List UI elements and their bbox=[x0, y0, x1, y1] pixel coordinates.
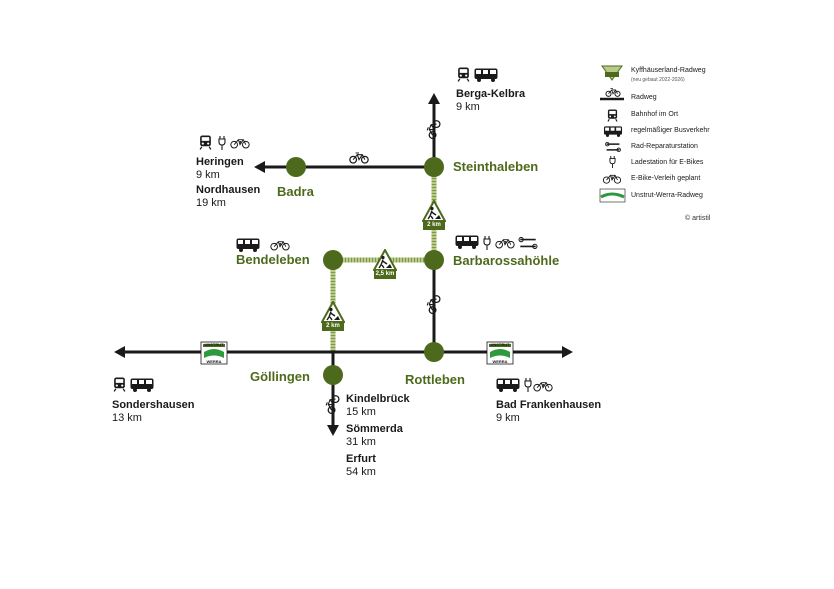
construction-distance-label: 2,5 km bbox=[375, 271, 395, 277]
dest-erfurt-name: Erfurt bbox=[346, 453, 376, 465]
bus-icon bbox=[455, 235, 479, 249]
ebike-icon bbox=[495, 239, 515, 249]
legend-icons bbox=[599, 65, 626, 203]
dest-sondershausen-dist: 13 km bbox=[112, 412, 142, 424]
legend-unstrut: Unstrut-Werra-Radweg bbox=[631, 192, 703, 199]
arrow-icon bbox=[114, 346, 125, 358]
unstrut-sign-top: UNSTRUT bbox=[490, 342, 510, 347]
kyffhaeuser-logo-icon bbox=[601, 65, 623, 81]
arrow-icon bbox=[562, 346, 573, 358]
legend-repair: Rad-Reparaturstation bbox=[631, 143, 698, 150]
dest-berga-name: Berga-Kelbra bbox=[456, 88, 526, 100]
unstrut-sign-bottom: WERRA bbox=[206, 359, 222, 364]
train-icon bbox=[113, 377, 126, 392]
legend-charging: Ladestation für E-Bikes bbox=[631, 159, 704, 166]
bus-icon bbox=[474, 68, 498, 82]
dest-nordhausen-name: Nordhausen bbox=[196, 184, 261, 196]
place-bendeleben: Bendeleben bbox=[236, 252, 310, 267]
dest-nordhausen-dist: 19 km bbox=[196, 197, 226, 209]
dest-kindelbrueck-dist: 15 km bbox=[346, 406, 376, 418]
unstrut-sign-bottom: WERRA bbox=[492, 359, 508, 364]
node-barbarossahoehle bbox=[424, 250, 444, 270]
place-goellingen: Göllingen bbox=[250, 369, 310, 384]
dest-heringen-name: Heringen bbox=[196, 156, 244, 168]
arrow-icon bbox=[254, 161, 265, 173]
train-icon bbox=[199, 135, 212, 150]
train-icon bbox=[607, 109, 618, 122]
node-goellingen bbox=[323, 365, 343, 385]
dest-heringen-dist: 9 km bbox=[196, 169, 220, 181]
unstrut-legend-icon bbox=[599, 188, 626, 203]
place-badra: Badra bbox=[277, 184, 314, 199]
construction-distance-label: 2 km bbox=[427, 222, 441, 228]
bicycle-icon bbox=[605, 88, 621, 97]
dest-sondershausen-name: Sondershausen bbox=[112, 399, 195, 411]
ebike-icon bbox=[602, 174, 622, 184]
charging-plug-icon bbox=[218, 136, 226, 150]
train-icon bbox=[457, 67, 470, 82]
bus-icon bbox=[236, 238, 260, 252]
legend-bahnhof: Bahnhof im Ort bbox=[631, 111, 679, 118]
repair-tools-icon bbox=[604, 142, 622, 152]
bicycle-icon bbox=[349, 152, 369, 164]
legend-kyffhaeuser: Kyffhäuserland-Radweg bbox=[631, 67, 706, 74]
dest-soemmerda-dist: 31 km bbox=[346, 436, 376, 448]
bus-icon bbox=[130, 378, 154, 392]
legend-ebike: E-Bike-Verleih geplant bbox=[631, 175, 701, 182]
nodes bbox=[286, 157, 444, 385]
repair-tools-icon bbox=[518, 237, 538, 249]
node-bendeleben bbox=[323, 250, 343, 270]
node-rottleben bbox=[424, 342, 444, 362]
dest-soemmerda-name: Sömmerda bbox=[346, 423, 403, 435]
arrowheads bbox=[114, 93, 573, 436]
arrow-icon bbox=[428, 93, 440, 104]
legend-bus: regelmäßiger Busverkehr bbox=[631, 127, 710, 134]
dest-badfrankenhausen-dist: 9 km bbox=[496, 412, 520, 424]
bus-icon bbox=[496, 378, 520, 392]
node-steinthaleben bbox=[424, 157, 444, 177]
bus-icon bbox=[603, 126, 623, 137]
place-barbarossahoehle: Barbarossahöhle bbox=[453, 253, 560, 268]
legend-radweg: Radweg bbox=[631, 94, 657, 101]
charging-plug-icon bbox=[609, 156, 616, 168]
ebike-icon bbox=[533, 382, 553, 392]
charging-plug-icon bbox=[483, 236, 491, 250]
unstrut-sign-east bbox=[486, 341, 514, 365]
legend-kyffhaeuser-note: (neu gebaut 2022-2026) bbox=[631, 77, 685, 83]
node-badra bbox=[286, 157, 306, 177]
dest-badfrankenhausen-name: Bad Frankenhausen bbox=[496, 399, 602, 411]
dest-erfurt-dist: 54 km bbox=[346, 466, 376, 478]
place-rottleben: Rottleben bbox=[405, 372, 465, 387]
unstrut-sign-top: UNSTRUT bbox=[204, 342, 224, 347]
credit: © artistil bbox=[685, 215, 711, 222]
place-steinthaleben: Steinthaleben bbox=[453, 159, 539, 174]
dest-kindelbrueck-name: Kindelbrück bbox=[346, 393, 410, 405]
ebike-icon bbox=[230, 139, 250, 149]
construction-distance-label: 2 km bbox=[326, 323, 340, 329]
unstrut-sign-west bbox=[200, 341, 228, 365]
arrow-icon bbox=[327, 425, 339, 436]
charging-plug-icon bbox=[524, 378, 532, 392]
dest-berga-dist: 9 km bbox=[456, 101, 480, 113]
ebike-icon bbox=[270, 241, 290, 251]
